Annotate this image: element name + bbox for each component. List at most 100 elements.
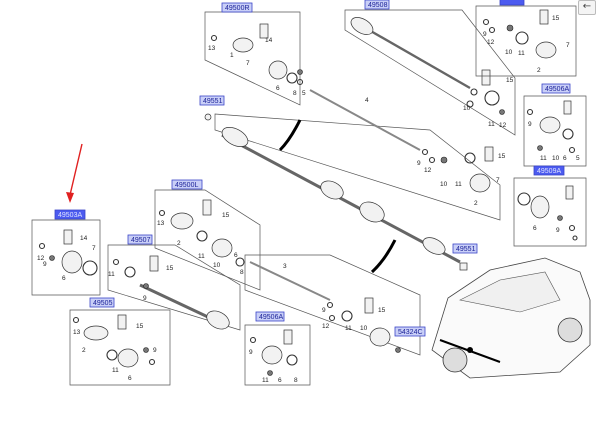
svg-text:7: 7 bbox=[496, 177, 500, 184]
svg-text:8: 8 bbox=[293, 90, 297, 97]
svg-text:15: 15 bbox=[498, 153, 506, 160]
svg-text:11: 11 bbox=[112, 367, 119, 374]
red-arrow-icon bbox=[66, 143, 83, 203]
svg-text:11: 11 bbox=[455, 181, 462, 188]
svg-text:14: 14 bbox=[265, 37, 273, 44]
tag-49551-bottom[interactable]: 49551 bbox=[452, 243, 478, 254]
svg-text:9: 9 bbox=[483, 31, 487, 38]
tag-49506A[interactable]: 49506A bbox=[541, 83, 571, 94]
svg-text:49509A: 49509A bbox=[537, 168, 561, 175]
svg-text:15: 15 bbox=[222, 212, 230, 219]
svg-text:9: 9 bbox=[417, 160, 421, 167]
tag-49500R[interactable]: 49500R bbox=[221, 2, 253, 13]
svg-text:49551: 49551 bbox=[456, 246, 476, 253]
svg-text:49507: 49507 bbox=[131, 237, 151, 244]
group-49507: 49507 15 11 9 bbox=[107, 234, 241, 331]
svg-text:13: 13 bbox=[73, 329, 81, 336]
svg-text:10: 10 bbox=[463, 105, 471, 112]
svg-text:12: 12 bbox=[424, 167, 432, 174]
svg-text:7: 7 bbox=[92, 245, 96, 252]
svg-text:9: 9 bbox=[249, 349, 253, 356]
group-shaft-3: 3 9 12 11 10 15 bbox=[244, 254, 421, 356]
svg-text:3: 3 bbox=[283, 263, 287, 270]
svg-text:6: 6 bbox=[128, 375, 132, 382]
svg-text:7: 7 bbox=[566, 42, 570, 49]
svg-text:49506A: 49506A bbox=[259, 314, 283, 321]
tag-49507[interactable]: 49507 bbox=[127, 234, 153, 245]
svg-text:49508: 49508 bbox=[368, 2, 388, 9]
svg-text:2: 2 bbox=[82, 347, 86, 354]
tag-49509A[interactable]: 49509A bbox=[533, 165, 565, 176]
group-49551-bottom: 49551 bbox=[452, 243, 478, 271]
svg-text:6: 6 bbox=[533, 225, 537, 232]
svg-text:11: 11 bbox=[518, 50, 525, 57]
tag-54324C[interactable]: 54324C bbox=[394, 326, 426, 337]
svg-text:11: 11 bbox=[488, 121, 495, 128]
tag-49503A[interactable]: 49503A bbox=[54, 209, 86, 220]
group-49506A: 49506A 9 11 10 6 5 bbox=[523, 83, 587, 167]
group-main-shaft-4: 49551 4 15 9 12 10 11 2 7 bbox=[199, 89, 506, 274]
back-arrow-icon[interactable]: ← bbox=[578, 0, 596, 15]
svg-text:6: 6 bbox=[563, 155, 567, 162]
svg-text:6: 6 bbox=[234, 252, 238, 259]
svg-text:11: 11 bbox=[345, 325, 352, 332]
svg-text:9: 9 bbox=[322, 307, 326, 314]
svg-text:4: 4 bbox=[365, 97, 369, 104]
svg-text:2: 2 bbox=[537, 67, 541, 74]
svg-text:1: 1 bbox=[230, 52, 234, 59]
svg-text:10: 10 bbox=[440, 181, 448, 188]
vehicle-illustration bbox=[431, 257, 591, 379]
group-49509A: 49509A 6 9 bbox=[513, 165, 587, 247]
svg-text:12: 12 bbox=[487, 39, 495, 46]
group-49505: 49505 15 13 2 11 6 9 bbox=[69, 297, 171, 386]
svg-text:49505: 49505 bbox=[93, 300, 113, 307]
svg-text:11: 11 bbox=[262, 377, 269, 384]
svg-text:15: 15 bbox=[506, 77, 514, 84]
tag-49500L[interactable]: 49500L bbox=[171, 179, 203, 190]
svg-text:8: 8 bbox=[294, 377, 298, 384]
svg-text:9: 9 bbox=[143, 295, 147, 302]
svg-text:11: 11 bbox=[540, 155, 547, 162]
group-49503A: 49503A 14 12 9 6 7 bbox=[31, 209, 101, 296]
svg-text:12: 12 bbox=[499, 122, 507, 129]
svg-text:15: 15 bbox=[552, 15, 560, 22]
svg-text:7: 7 bbox=[246, 60, 250, 67]
svg-text:9: 9 bbox=[556, 227, 560, 234]
svg-text:2: 2 bbox=[474, 200, 478, 207]
svg-text:15: 15 bbox=[378, 307, 386, 314]
tag-49506A-bottom[interactable]: 49506A bbox=[255, 311, 285, 322]
svg-text:10: 10 bbox=[552, 155, 560, 162]
group-49500R: 49500R 14 13 1 7 6 8 5 bbox=[204, 2, 306, 106]
svg-text:13: 13 bbox=[208, 45, 216, 52]
svg-text:11: 11 bbox=[108, 271, 115, 278]
tag-49505[interactable]: 49505 bbox=[89, 297, 115, 308]
svg-text:5: 5 bbox=[302, 90, 306, 97]
svg-text:14: 14 bbox=[80, 235, 88, 242]
group-54324C: 54324C bbox=[394, 326, 426, 337]
tag-49508[interactable]: 49508 bbox=[364, 0, 390, 10]
tag-49551-top[interactable]: 49551 bbox=[199, 95, 225, 106]
svg-text:15: 15 bbox=[166, 265, 174, 272]
tag-49509[interactable] bbox=[499, 0, 525, 6]
svg-text:10: 10 bbox=[213, 262, 221, 269]
svg-text:5: 5 bbox=[576, 155, 580, 162]
group-49506A-bottom: 49506A 9 11 6 8 bbox=[244, 311, 311, 386]
svg-text:54324C: 54324C bbox=[398, 329, 423, 336]
svg-text:13: 13 bbox=[157, 220, 165, 227]
svg-text:8: 8 bbox=[240, 269, 244, 276]
svg-text:49503A: 49503A bbox=[58, 212, 82, 219]
svg-text:12: 12 bbox=[322, 323, 330, 330]
svg-text:6: 6 bbox=[278, 377, 282, 384]
svg-text:2: 2 bbox=[177, 240, 181, 247]
svg-text:9: 9 bbox=[528, 121, 532, 128]
svg-text:9: 9 bbox=[43, 261, 47, 268]
svg-text:11: 11 bbox=[198, 253, 205, 260]
svg-text:49500L: 49500L bbox=[175, 182, 198, 189]
group-49500L: 49500L 15 13 2 11 10 6 8 bbox=[154, 179, 261, 291]
svg-text:49500R: 49500R bbox=[225, 5, 250, 12]
svg-text:15: 15 bbox=[136, 323, 144, 330]
group-49508: 49508 15 10 11 12 bbox=[344, 0, 516, 136]
svg-text:9: 9 bbox=[153, 347, 157, 354]
group-49509: 15 9 12 10 11 2 7 bbox=[475, 0, 577, 77]
